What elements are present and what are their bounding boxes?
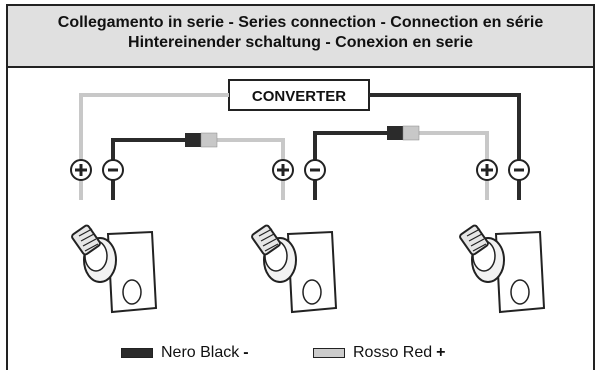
legend-black: Nero Black - [121,344,249,362]
diagram-frame: Collegamento in serie - Series connectio… [6,4,595,370]
link-1-connector-black [185,133,201,147]
unit-1-minus-terminal-icon [102,159,124,181]
link-2-black [313,131,392,162]
link-2-connector-black [387,126,403,140]
lamp-unit-2-icon [251,224,338,314]
header-banner: Collegamento in serie - Series connectio… [8,6,593,68]
black-wire-main [369,93,521,162]
unit-2-minus-terminal-icon [304,159,326,181]
legend-red-label: Rosso Red [353,344,433,361]
link-1-red [213,138,285,162]
title-line-2: Hintereinender schaltung - Conexion en s… [128,34,473,51]
link-2-red [413,131,489,162]
legend-red: Rosso Red + [313,344,446,362]
red-wire-main [79,93,229,162]
title-line-1: Collegamento in serie - Series connectio… [57,14,544,31]
link-1-black [111,138,192,162]
link-2-connector-red [402,125,420,141]
unit-3-plus-terminal-icon [476,159,498,181]
legend-black-swatch [121,348,153,358]
legend-black-label: Nero Black [161,344,240,361]
lamp-unit-3-icon [459,224,546,314]
unit-2-plus-terminal-icon [272,159,294,181]
link-1-connector-red [200,132,218,148]
unit-3-minus-terminal-icon [508,159,530,181]
legend-black-sign: - [243,344,249,361]
lamp-unit-1-icon [71,224,158,314]
legend-red-swatch [313,348,345,358]
legend-red-sign: + [436,344,446,361]
converter-label: CONVERTER [252,88,346,105]
unit-1-plus-terminal-icon [70,159,92,181]
